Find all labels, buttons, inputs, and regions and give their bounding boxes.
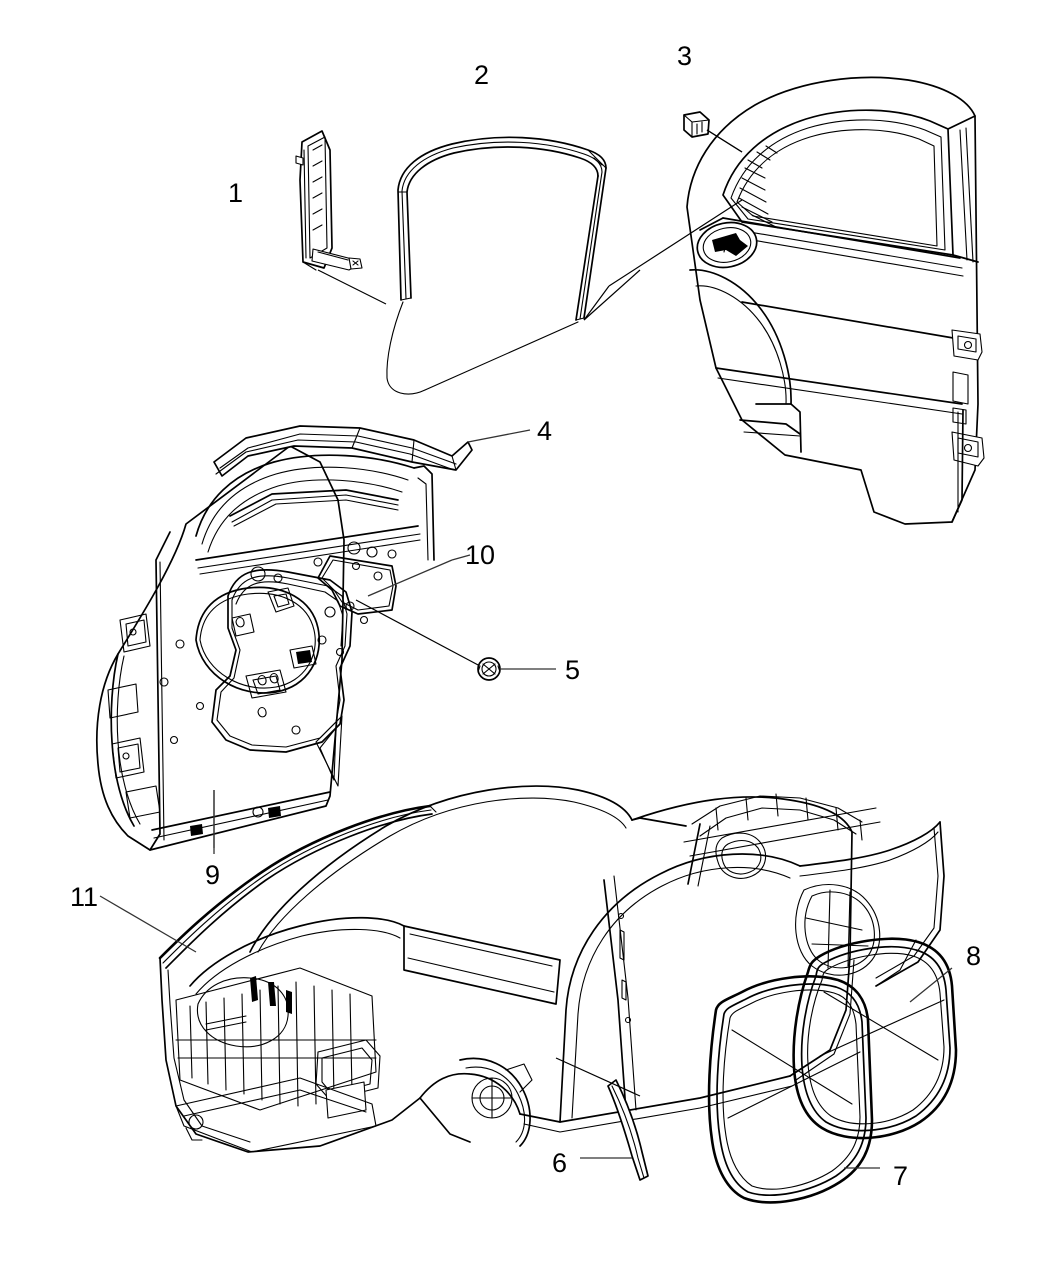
callout-label-6: 6 <box>552 1148 568 1178</box>
figure-front-door-seal <box>707 975 880 1204</box>
figure-rear-door-outer <box>583 76 985 525</box>
figure-grommet <box>477 657 556 681</box>
figure-rear-door-inner-panel <box>95 425 531 854</box>
callout-label-2: 2 <box>474 60 490 90</box>
callout-label-5: 5 <box>565 655 581 685</box>
callout-label-10: 10 <box>465 540 496 570</box>
figure-glass-run-channel <box>386 136 641 395</box>
callout-label-3: 3 <box>677 41 693 71</box>
callout-label-9: 9 <box>205 860 221 890</box>
figure-pillar-seal <box>555 1057 649 1181</box>
callout-label-8: 8 <box>966 941 982 971</box>
callout-label-11: 11 <box>70 882 99 912</box>
callout-label-4: 4 <box>537 416 553 446</box>
figure-division-channel <box>295 130 387 305</box>
figure-body-shell <box>99 785 945 1153</box>
figure-rear-door-seal <box>792 937 958 1140</box>
callout-label-7: 7 <box>893 1161 909 1191</box>
callout-label-1: 1 <box>228 178 244 208</box>
figure-belt-molding-clip <box>683 111 743 153</box>
